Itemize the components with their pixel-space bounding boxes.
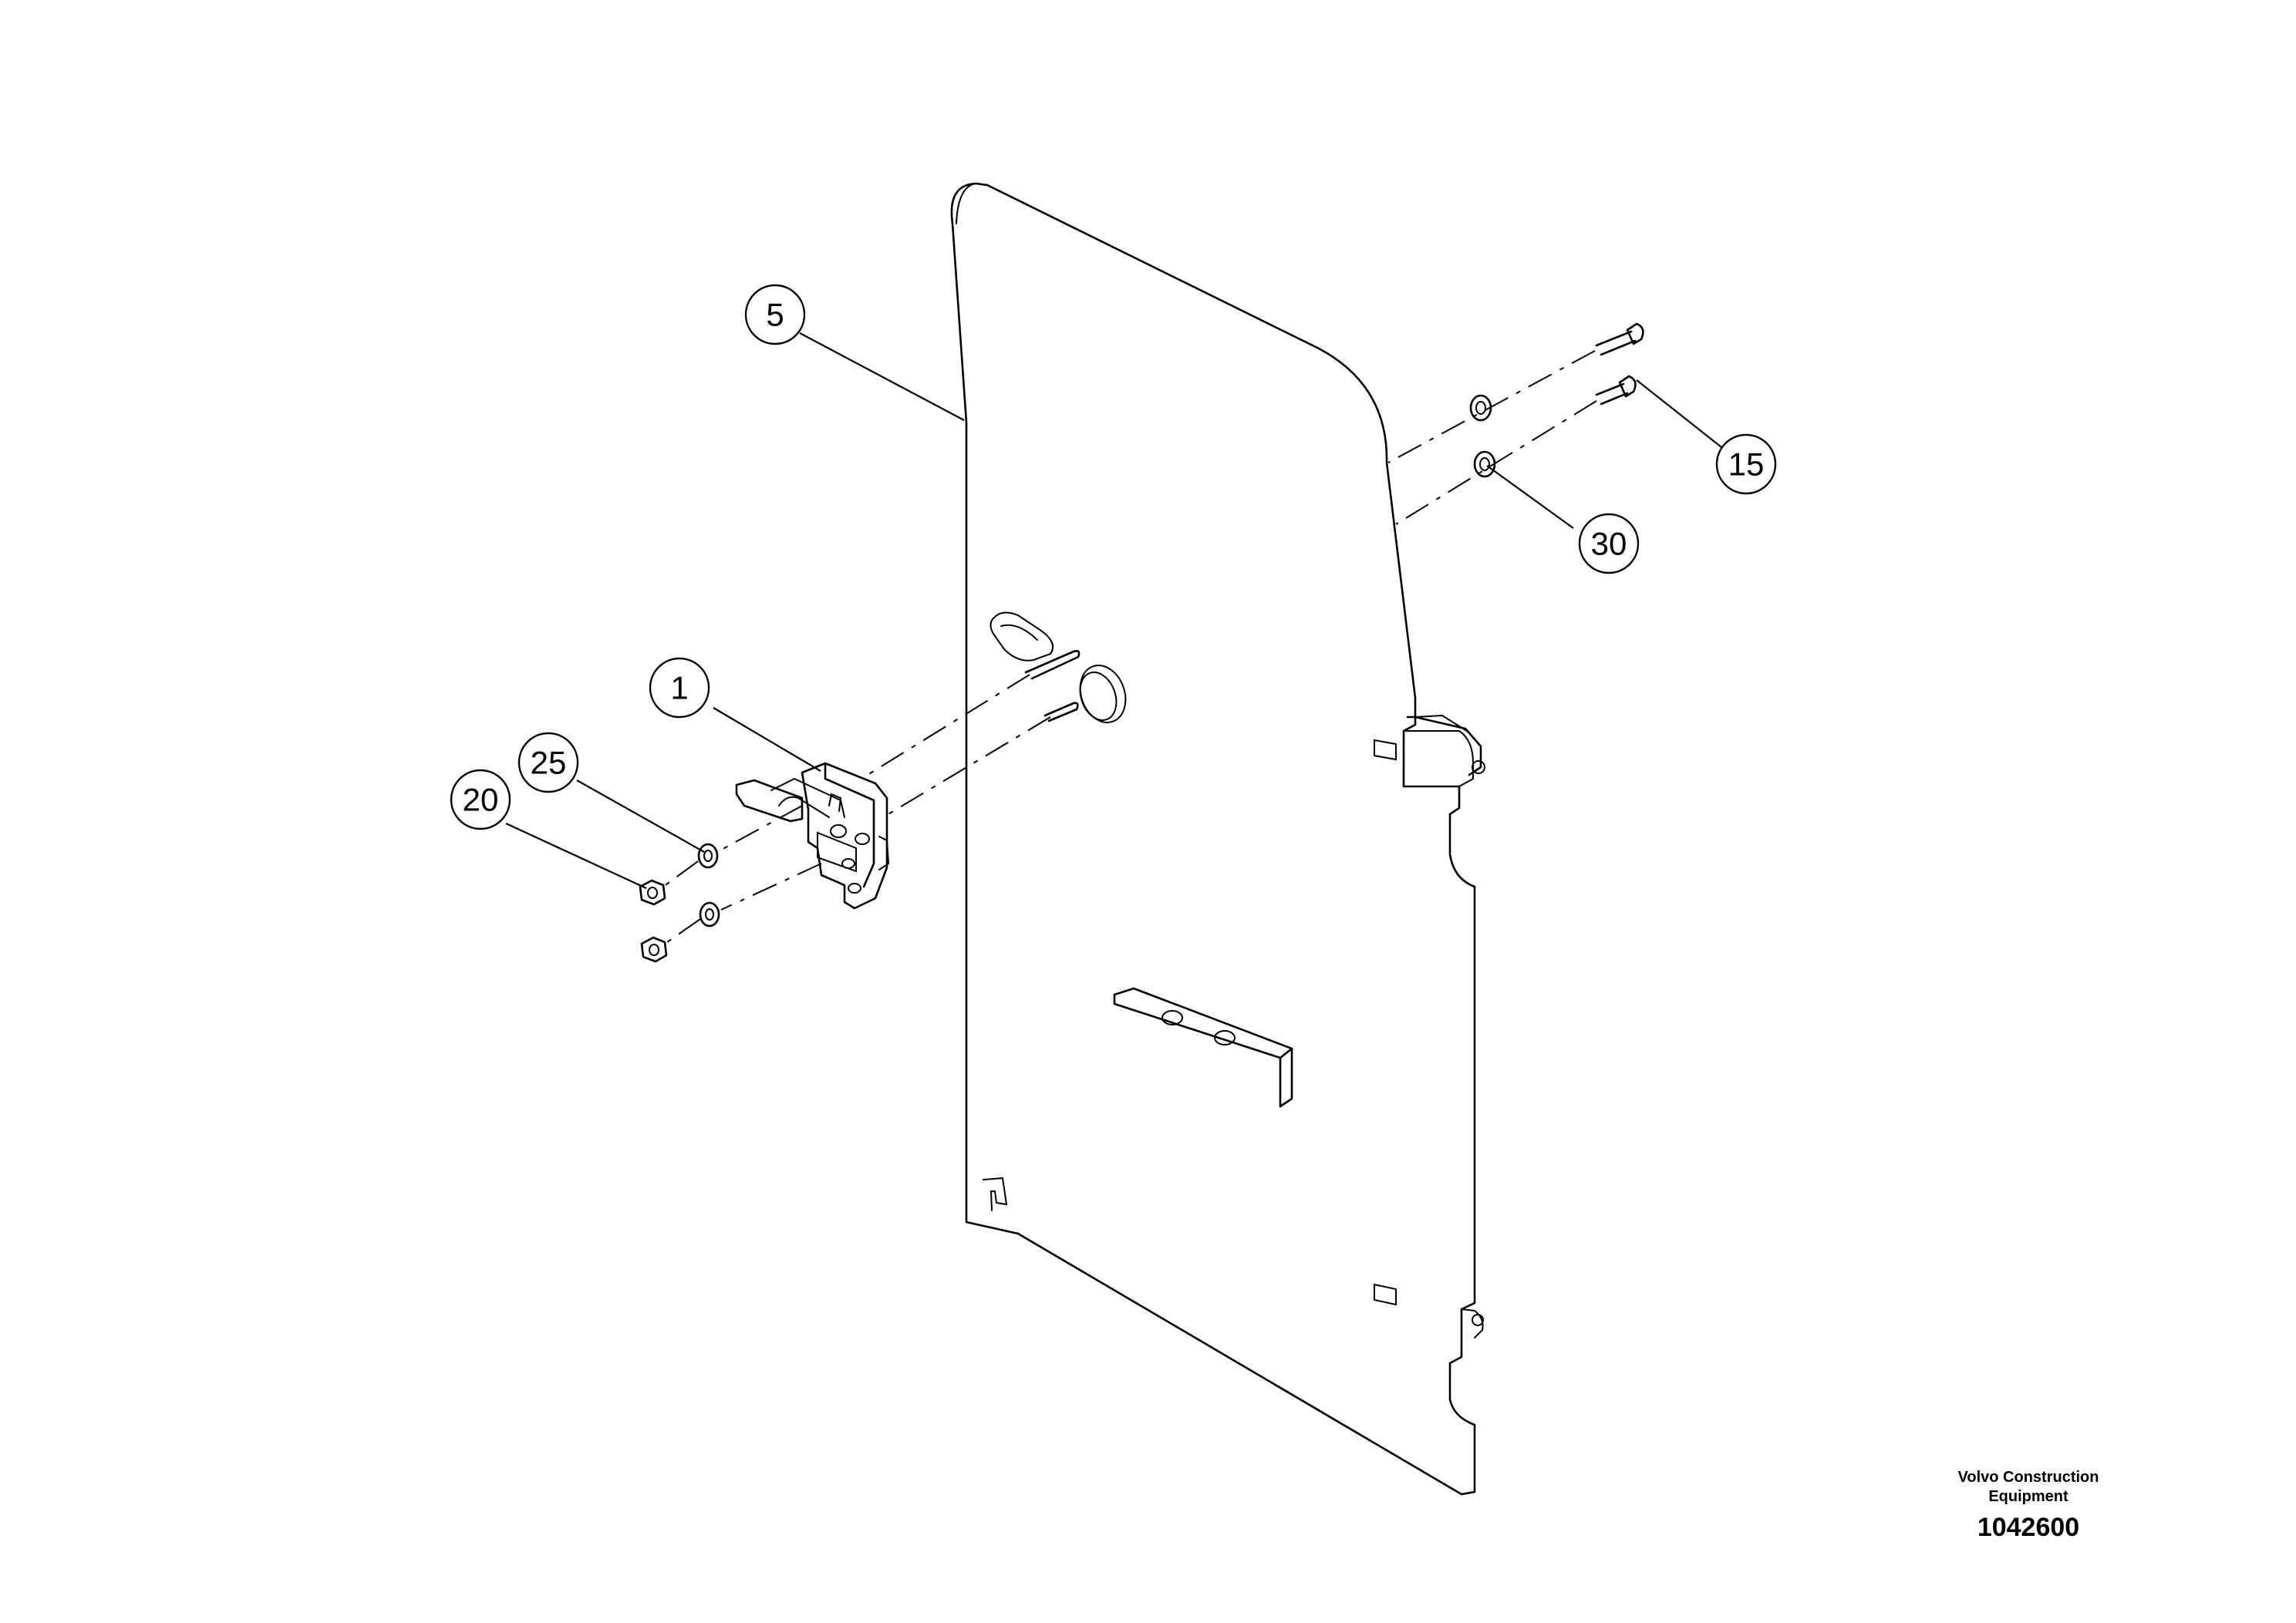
manufacturer-line-1: Volvo Construction (1957, 1469, 2099, 1486)
assembly-lines (663, 350, 1597, 945)
fasteners (639, 322, 1644, 963)
latch-assembly (735, 762, 890, 910)
callout-1: 1 (649, 657, 710, 719)
svg-text:25: 25 (531, 745, 567, 781)
svg-text:15: 15 (1728, 446, 1765, 483)
manufacturer-label: Volvo Construction Equipment (1913, 1468, 2144, 1507)
svg-text:30: 30 (1591, 526, 1627, 562)
leader-lines (505, 332, 1722, 889)
callout-5: 5 (744, 284, 806, 345)
svg-text:20: 20 (463, 782, 499, 818)
callout-15: 15 (1715, 433, 1777, 495)
svg-text:1: 1 (670, 670, 688, 706)
callout-30: 30 (1578, 513, 1640, 574)
drawing-number: 1042600 (1977, 1513, 2080, 1542)
callout-25: 25 (518, 732, 579, 793)
manufacturer-line-2: Equipment (1988, 1488, 2068, 1505)
callout-20: 20 (450, 769, 511, 830)
door-panel (950, 182, 1485, 1496)
svg-text:5: 5 (766, 297, 784, 333)
